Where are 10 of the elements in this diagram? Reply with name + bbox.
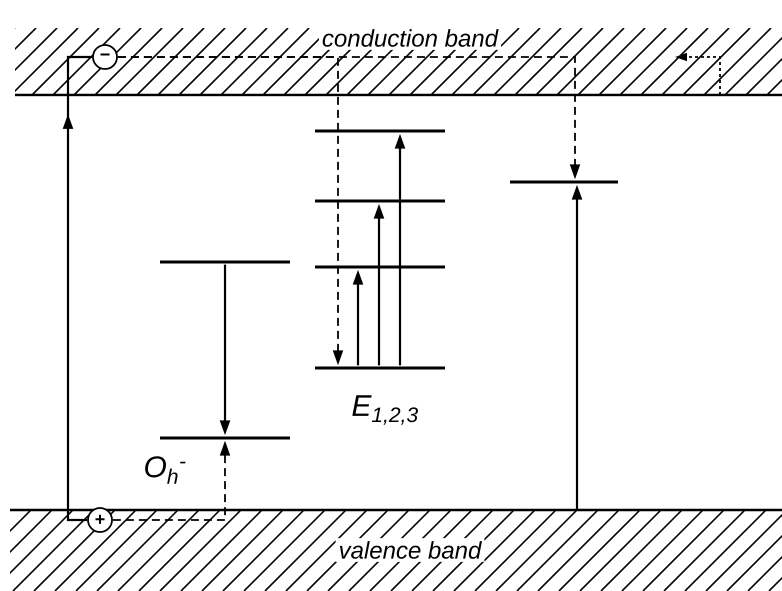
node-label: conduction band: [322, 29, 499, 47]
node-label: valence band: [340, 541, 482, 559]
energy-level-line: [315, 366, 445, 370]
energy-level-line: [315, 200, 445, 202]
arrow: [62, 56, 92, 522]
energy-level-line: [315, 130, 445, 132]
level-label: E$_{1,2,3}$: [352, 395, 418, 425]
energy-level-line: [315, 266, 445, 268]
energy-level-line: [160, 260, 290, 264]
level-label: O$_{h}$-: [145, 456, 186, 484]
